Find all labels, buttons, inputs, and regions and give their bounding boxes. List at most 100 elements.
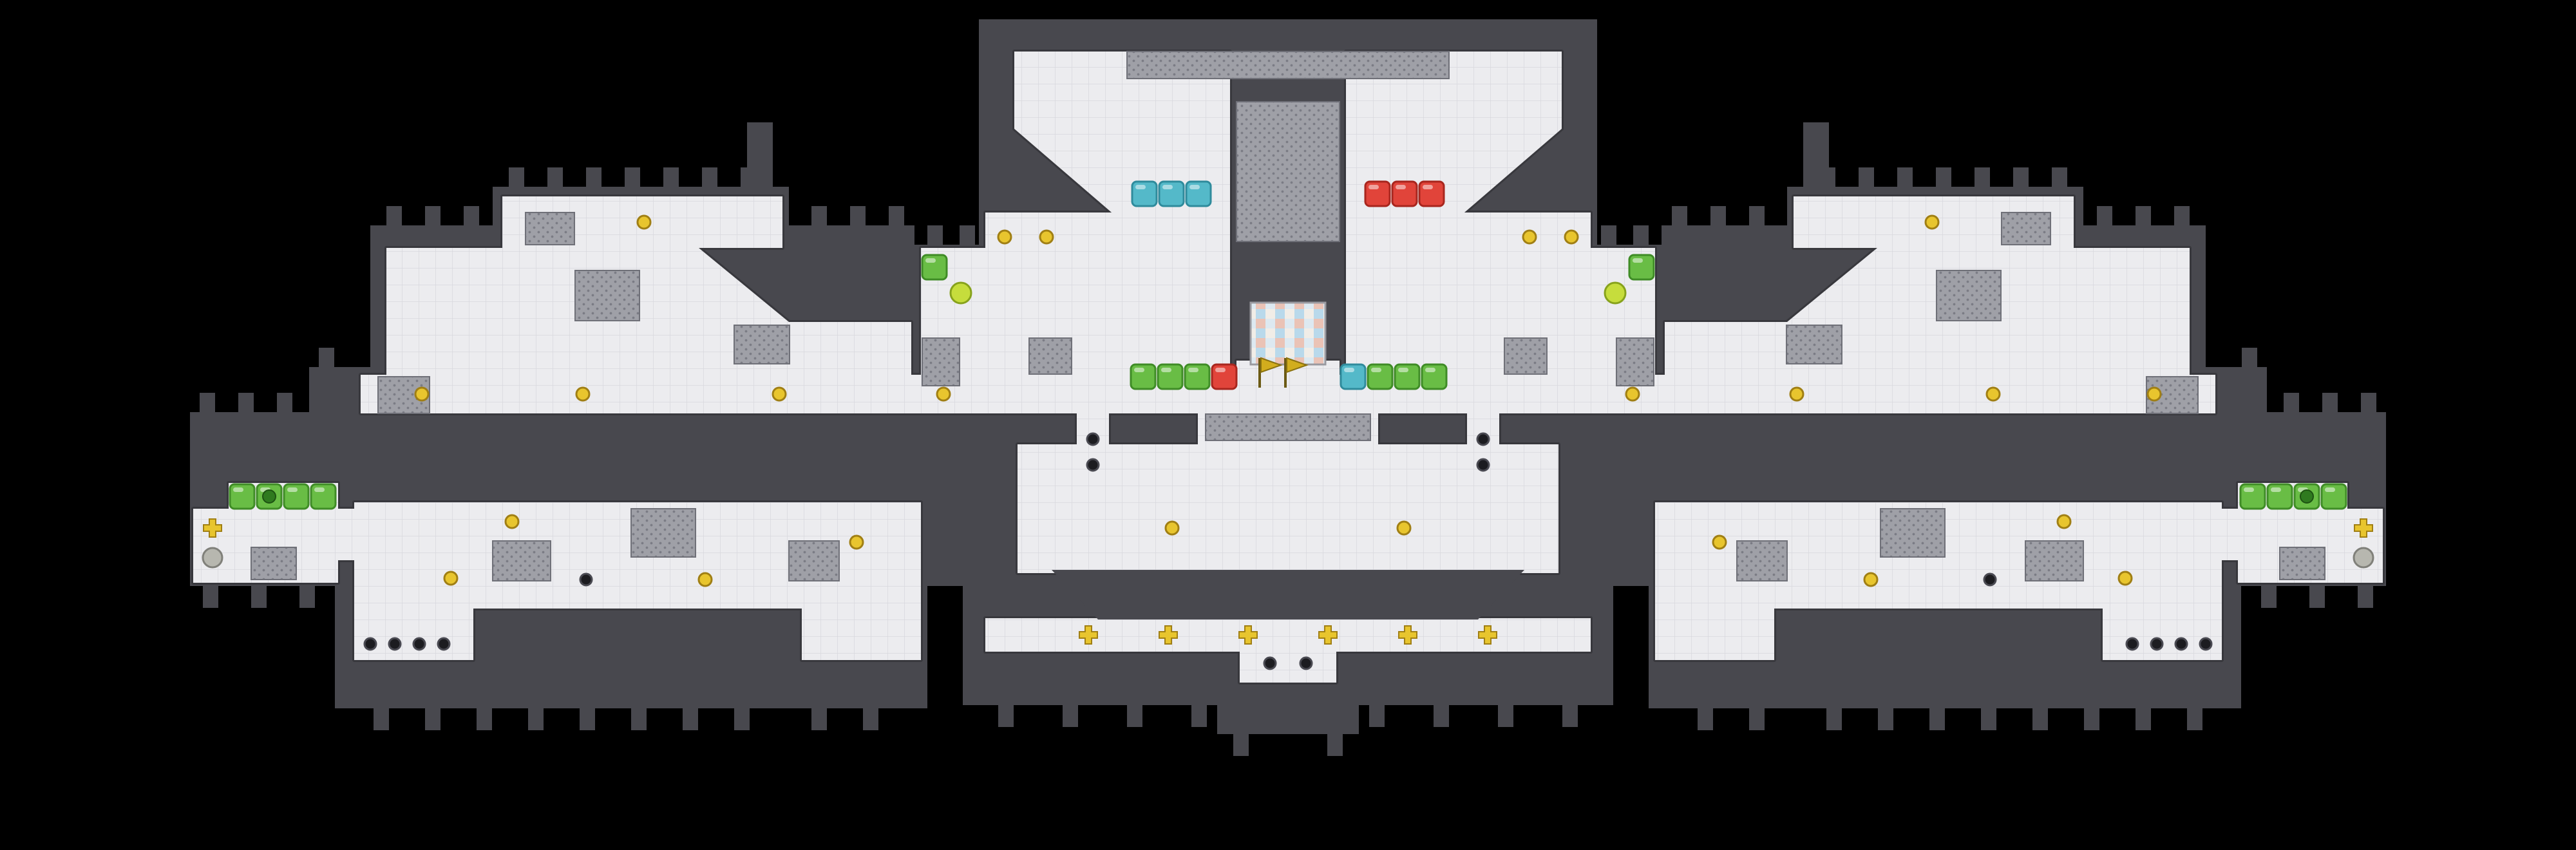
coin-pickup[interactable] — [443, 571, 459, 586]
coin-pickup[interactable] — [1985, 386, 2001, 402]
battlement-tooth — [2032, 708, 2048, 730]
gray-ball[interactable] — [202, 547, 223, 569]
health-cross[interactable] — [1079, 625, 1098, 645]
stone-block — [251, 547, 297, 580]
bolt-dot — [1086, 458, 1100, 472]
item-tile-teal[interactable] — [1340, 363, 1367, 390]
item-tile-teal[interactable] — [1185, 180, 1212, 207]
battlement-tooth — [1936, 167, 1951, 187]
health-cross[interactable] — [1238, 625, 1258, 645]
battlement-tooth — [386, 206, 402, 225]
battlement-tooth — [316, 393, 331, 412]
coin-pickup[interactable] — [697, 572, 713, 587]
coin-pickup[interactable] — [504, 514, 520, 529]
item-tile-green[interactable] — [310, 483, 337, 510]
battlement-tooth — [960, 225, 975, 245]
health-cross[interactable] — [1398, 625, 1417, 645]
item-tile-green[interactable] — [2320, 483, 2347, 510]
item-tile-circle[interactable] — [2293, 483, 2320, 510]
battlement-tooth — [547, 167, 563, 187]
item-tile-red[interactable] — [1418, 180, 1445, 207]
coin-pickup[interactable] — [936, 386, 951, 402]
green-ball[interactable] — [1604, 281, 1627, 305]
battlement-tooth — [2361, 393, 2376, 412]
battlement-tooth — [927, 225, 943, 245]
coin-pickup[interactable] — [575, 386, 591, 402]
bolt-dot — [363, 637, 377, 651]
item-tile-red[interactable] — [1211, 363, 1238, 390]
battlement-tooth — [2052, 167, 2067, 187]
battlement-tooth — [1191, 705, 1207, 727]
coin-pickup[interactable] — [997, 229, 1012, 245]
battlement-tooth — [528, 708, 544, 730]
item-tile-green[interactable] — [1421, 363, 1448, 390]
coin-pickup[interactable] — [1164, 520, 1180, 536]
health-cross[interactable] — [1159, 625, 1178, 645]
battlement-tooth — [2136, 206, 2151, 225]
coin-pickup[interactable] — [1625, 386, 1640, 402]
health-cross[interactable] — [203, 518, 222, 538]
item-tile-green[interactable] — [229, 483, 256, 510]
coin-pickup[interactable] — [1039, 229, 1054, 245]
health-cross[interactable] — [1318, 625, 1338, 645]
battlement-tooth — [203, 586, 218, 608]
floor-area — [1665, 248, 2190, 412]
coin-pickup[interactable] — [1522, 229, 1537, 245]
battlement-tooth — [663, 167, 679, 187]
battlement-tooth — [1633, 225, 1649, 245]
coin-pickup[interactable] — [849, 534, 864, 550]
battlement-tooth — [1601, 225, 1616, 245]
battlement-tooth — [889, 206, 904, 225]
item-tile-teal[interactable] — [1131, 180, 1158, 207]
coin-pickup[interactable] — [2117, 571, 2133, 586]
flag-marker[interactable] — [1258, 357, 1283, 388]
item-tile-red[interactable] — [1364, 180, 1391, 207]
battlement-tooth — [1981, 708, 1996, 730]
coin-pickup[interactable] — [2056, 514, 2072, 529]
green-ball[interactable] — [949, 281, 972, 305]
battlement-tooth — [811, 708, 827, 730]
item-tile-green[interactable] — [1157, 363, 1184, 390]
coin-pickup[interactable] — [772, 386, 787, 402]
item-tile-teal[interactable] — [1158, 180, 1185, 207]
item-tile-red[interactable] — [1391, 180, 1418, 207]
item-tile-green[interactable] — [921, 254, 948, 281]
item-tile-green[interactable] — [2266, 483, 2293, 510]
battlement-tooth — [477, 708, 492, 730]
battlement-tooth — [586, 167, 601, 187]
battlement-tooth — [2174, 206, 2190, 225]
coin-pickup[interactable] — [1789, 386, 1804, 402]
item-tile-green[interactable] — [1394, 363, 1421, 390]
item-tile-green[interactable] — [283, 483, 310, 510]
battlement-tooth — [2322, 393, 2338, 412]
item-tile-green[interactable] — [1367, 363, 1394, 390]
battlement-tooth — [509, 167, 524, 187]
coin-pickup[interactable] — [1863, 572, 1879, 587]
coin-pickup[interactable] — [1564, 229, 1579, 245]
battlement-tooth — [1369, 705, 1385, 727]
gray-ball[interactable] — [2353, 547, 2374, 569]
stone-block — [1786, 325, 1842, 364]
coin-pickup[interactable] — [636, 214, 652, 230]
coin-pickup[interactable] — [2146, 386, 2162, 402]
battlement-tooth — [425, 708, 440, 730]
health-cross[interactable] — [2354, 518, 2373, 538]
coin-pickup[interactable] — [1396, 520, 1412, 536]
coin-pickup[interactable] — [1712, 534, 1727, 550]
stone-block — [492, 540, 551, 581]
item-tile-green[interactable] — [1130, 363, 1157, 390]
health-cross[interactable] — [1478, 625, 1497, 645]
stone-block — [2279, 547, 2325, 580]
item-tile-green[interactable] — [2239, 483, 2266, 510]
bolt-dot — [2150, 637, 2164, 651]
flag-marker[interactable] — [1284, 357, 1309, 388]
bolt-dot — [2199, 637, 2213, 651]
item-tile-green[interactable] — [1628, 254, 1655, 281]
terrain-ledge — [1052, 570, 1524, 619]
battlement-tooth — [1233, 734, 1249, 756]
item-tile-green[interactable] — [1184, 363, 1211, 390]
item-tile-circle[interactable] — [256, 483, 283, 510]
coin-pickup[interactable] — [414, 386, 430, 402]
coin-pickup[interactable] — [1924, 214, 1940, 230]
